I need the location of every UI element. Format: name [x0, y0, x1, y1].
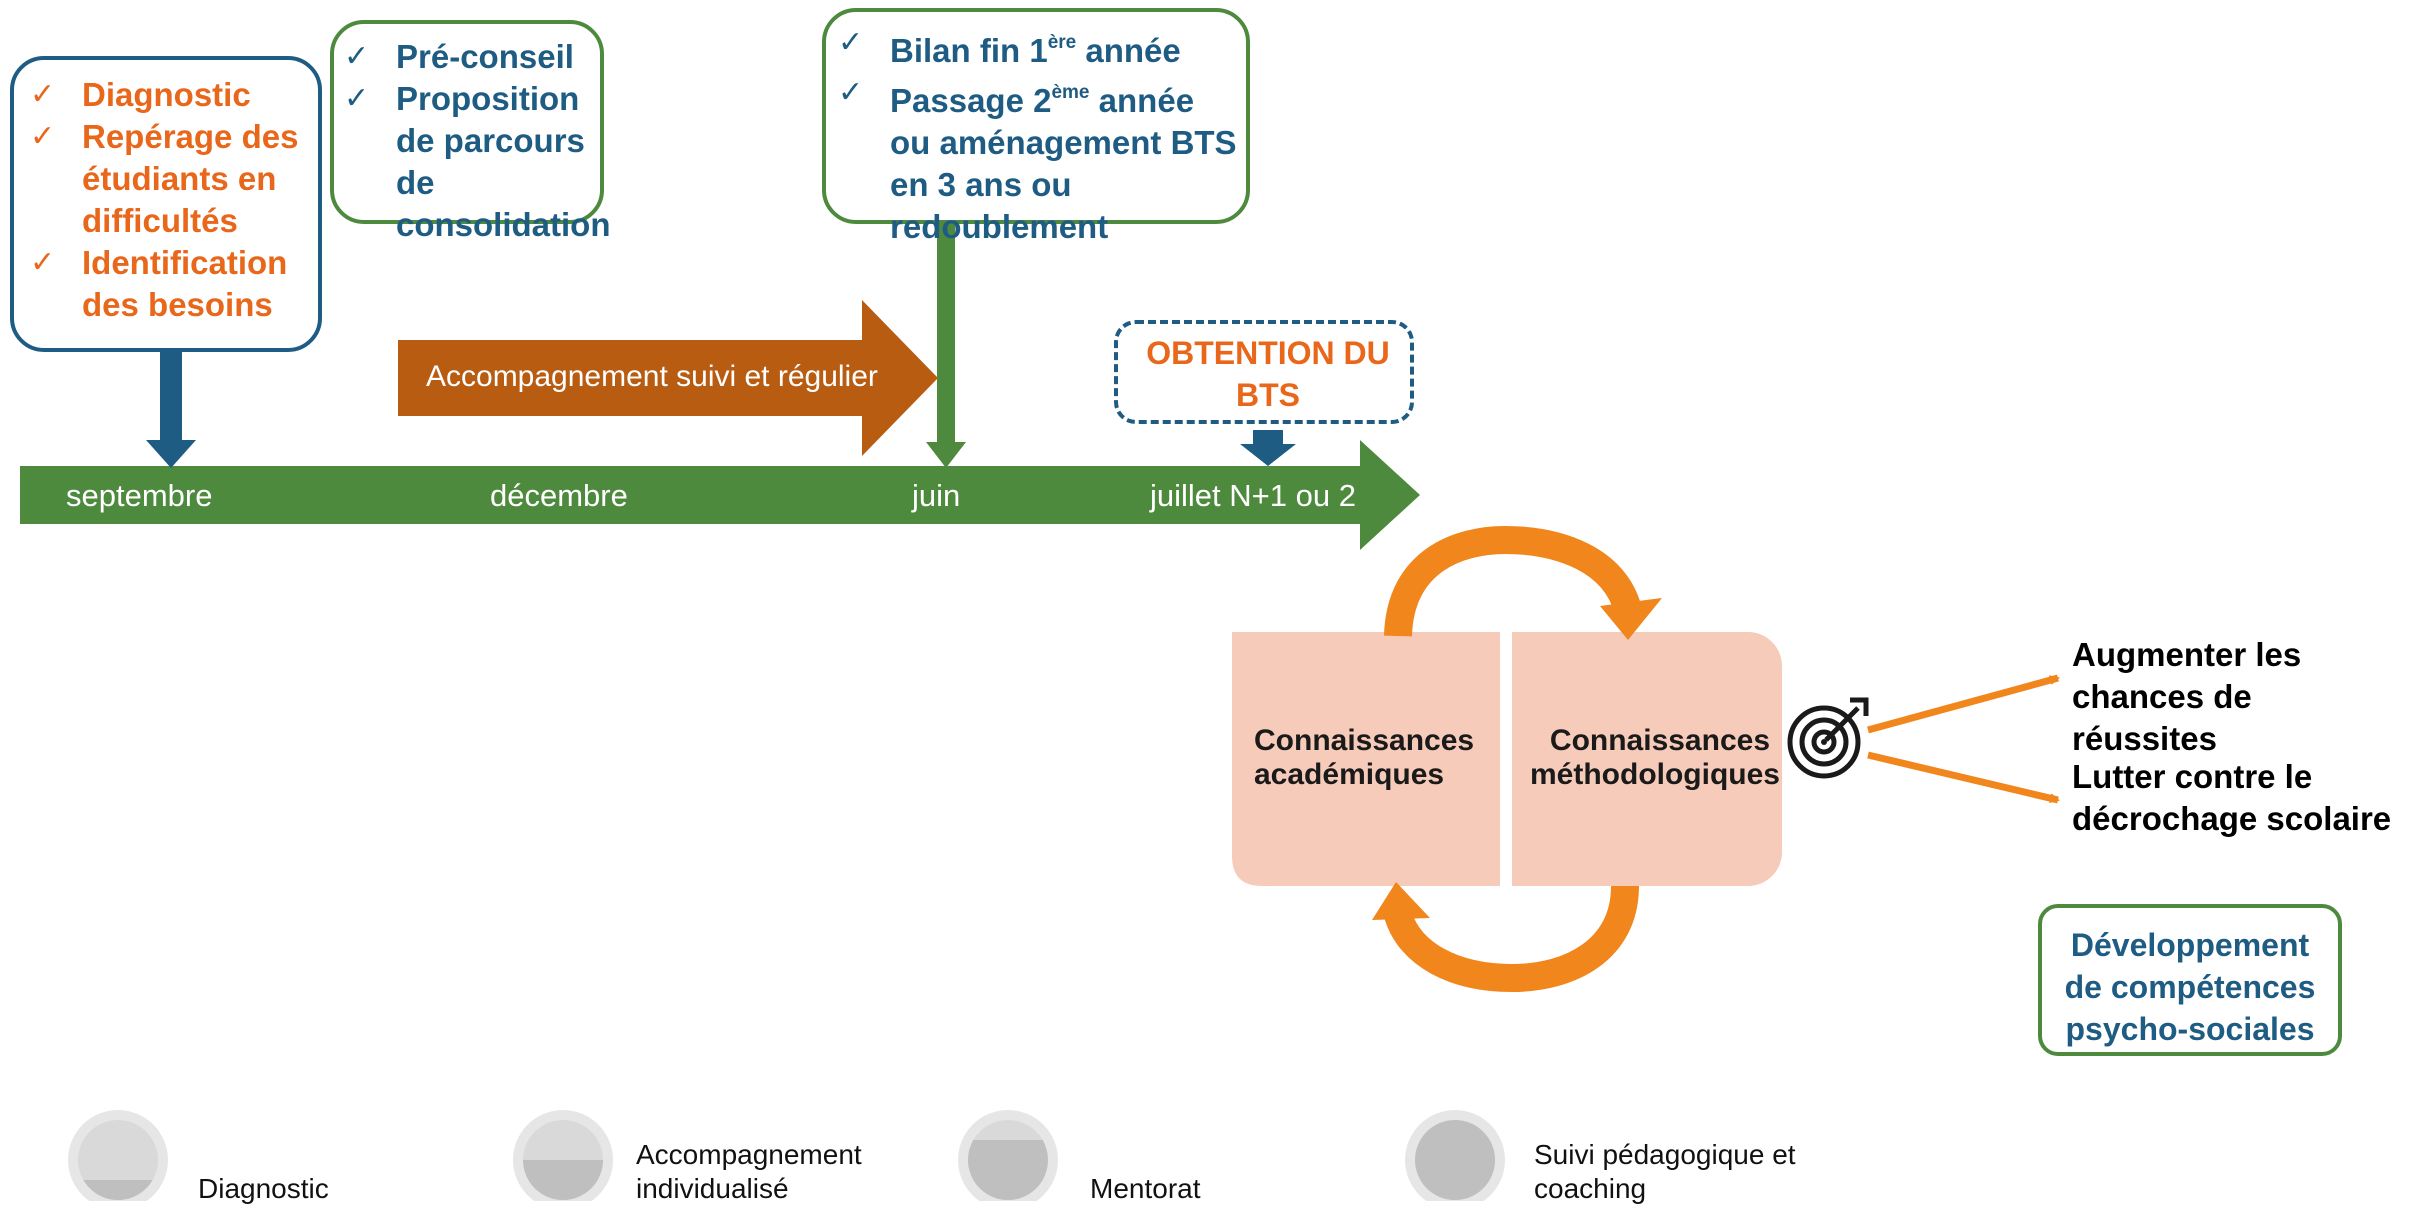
legend-label-mentorat: Mentorat [1090, 1173, 1201, 1204]
timeline-label-decembre: décembre [490, 478, 628, 513]
bilan-box: ✓ Bilan fin 1ère année ✓ Passage 2ème an… [822, 8, 1250, 245]
connector-diagnostic [160, 352, 182, 442]
outcome-reussite: Augmenter les chances de réussites [2072, 636, 2302, 757]
obtention-box: OBTENTION DU BTS [1114, 320, 1414, 424]
target-icon [1787, 697, 1869, 779]
accompagnement-label: Accompagnement suivi et régulier [426, 360, 878, 393]
outcome-arrow-2 [1867, 751, 2060, 804]
preconseil-box: ✓ Pré-conseil ✓ Proposition de parcours … [330, 20, 611, 243]
diagnostic-box: ✓ Diagnostic ✓ Repérage des étudiants en… [10, 56, 322, 352]
connector-obtention [1253, 430, 1283, 444]
legend-label-diagnostic: Diagnostic [198, 1173, 329, 1204]
competences-text: Développement de compétences psycho-soci… [2064, 927, 2316, 1047]
bilan-item: ✓ Bilan fin 1ère année [834, 22, 1242, 72]
obtention-text: OBTENTION DU BTS [1146, 335, 1390, 413]
bilan-list: ✓ Bilan fin 1ère année ✓ Passage 2ème an… [834, 22, 1242, 248]
check-icon: ✓ [30, 119, 56, 154]
diagnostic-list: ✓ Diagnostic ✓ Repérage des étudiants en… [26, 74, 312, 326]
check-icon: ✓ [344, 81, 370, 116]
legend-label-suivi: Suivi pédagogique et coaching [1534, 1139, 1796, 1204]
knowledge-academic-label: Connaissances académiques [1254, 724, 1475, 791]
preconseil-item: ✓ Pré-conseil [340, 36, 602, 78]
check-icon: ✓ [344, 39, 370, 74]
panel-methodologique-shape [1512, 632, 1782, 886]
legend [68, 1110, 1505, 1201]
knowledge-methodological-label: Connaissances méthodologiques [1530, 724, 1780, 791]
timeline-label-juin: juin [912, 478, 961, 513]
diagnostic-item: ✓ Identification des besoins [30, 244, 288, 323]
panel-methodologique-edge [1512, 632, 1572, 886]
check-icon: ✓ [30, 245, 56, 280]
legend-label-accompagnement: Accompagnement individualisé [636, 1139, 862, 1204]
connector-obtention-head [1240, 444, 1296, 466]
timeline-label-juillet: juillet N+1 ou 2 [1150, 478, 1356, 513]
preconseil-list: ✓ Pré-conseil ✓ Proposition de parcours … [340, 36, 611, 246]
panel-academique-edge [1440, 632, 1500, 886]
connector-bilan [937, 224, 955, 444]
diagnostic-item: ✓ Diagnostic [26, 74, 312, 116]
check-icon: ✓ [30, 77, 56, 112]
accompagnement-arrow [398, 300, 938, 456]
timeline-arrow [20, 440, 1420, 550]
circular-arrows-icon [1372, 525, 1662, 993]
check-icon: ✓ [838, 75, 864, 110]
check-icon: ✓ [838, 25, 864, 60]
outcome-decrochage: Lutter contre le décrochage scolaire [2072, 758, 2392, 837]
preconseil-item: ✓ Proposition de parcours de consolidati… [344, 80, 611, 243]
outcome-arrow-1 [1867, 674, 2060, 734]
connector-bilan-head [926, 442, 966, 468]
competences-box: Développement de compétences psycho-soci… [2038, 904, 2342, 1056]
timeline-label-septembre: septembre [66, 478, 213, 513]
panel-academique-shape [1232, 632, 1500, 886]
legend-fill-level [1415, 1120, 1495, 1200]
bilan-item: ✓ Passage 2ème année ou aménagement BTS … [834, 72, 1242, 248]
connector-diagnostic-head [146, 440, 196, 468]
diagnostic-item: ✓ Repérage des étudiants en difficultés [30, 118, 299, 239]
